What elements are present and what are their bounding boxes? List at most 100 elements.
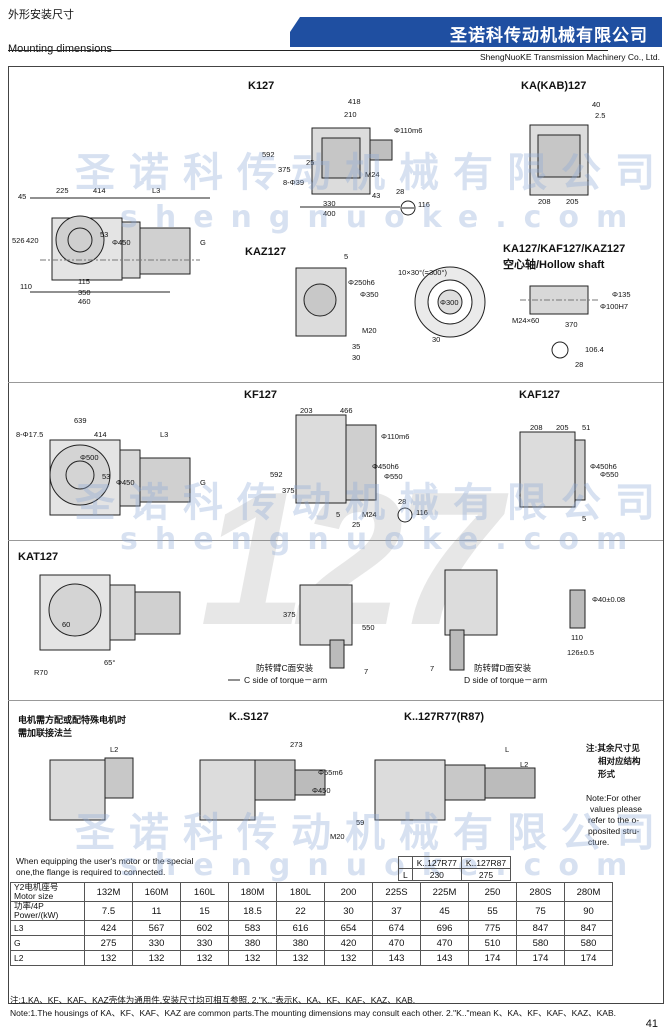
table-cell: 420 bbox=[324, 935, 373, 951]
section-divider-2 bbox=[8, 540, 663, 541]
table-cell: 160M bbox=[132, 882, 181, 902]
table-cell: 180L bbox=[276, 882, 325, 902]
table-cell: 330 bbox=[180, 935, 229, 951]
table-cell: 654 bbox=[324, 920, 373, 936]
r-motor-table: K..127R77 K..127R87 L 230 275 bbox=[398, 856, 512, 881]
dim: 110 bbox=[20, 282, 32, 291]
dim: 350 bbox=[78, 288, 91, 297]
table-cell: 18.5 bbox=[228, 901, 277, 921]
dim: 65° bbox=[104, 658, 116, 667]
dim: 414 bbox=[93, 186, 106, 195]
company-name-cn: 圣诺科传动机械有限公司 bbox=[450, 26, 648, 45]
dim: 43 bbox=[372, 191, 381, 200]
dim: 592 bbox=[270, 470, 283, 479]
table-cell: 225S bbox=[372, 882, 421, 902]
table-row: L3 424 567 602 583 616 654 674 696 775 8… bbox=[10, 920, 613, 936]
table-cell: 250 bbox=[468, 882, 517, 902]
dim: 10×30°(=300°) bbox=[398, 268, 447, 277]
other-note-en-1: Note:For other bbox=[586, 793, 641, 803]
table-cell: 132 bbox=[84, 950, 133, 966]
torque-c-cn: 防转臂C面安装 bbox=[256, 663, 314, 673]
dim: 116 bbox=[418, 200, 430, 209]
table-cell: 132 bbox=[132, 950, 181, 966]
dim: Φ450h6 bbox=[590, 462, 617, 471]
table-cell: 15 bbox=[180, 901, 229, 921]
table-cell: 470 bbox=[372, 935, 421, 951]
dim: 418 bbox=[348, 97, 361, 106]
table-cell: 510 bbox=[468, 935, 517, 951]
table-cell: 11 bbox=[132, 901, 181, 921]
section-divider-3 bbox=[8, 700, 663, 701]
dim: 115 bbox=[78, 277, 90, 286]
view-label-kaf127: KAF127 bbox=[519, 389, 560, 401]
dim: M20 bbox=[330, 832, 345, 841]
section-title-en: Mounting dimensions bbox=[8, 43, 112, 55]
other-note-en-4: pposited stru- bbox=[588, 826, 640, 836]
table-cell: 424 bbox=[84, 920, 133, 936]
dim: Φ100H7 bbox=[600, 302, 629, 311]
dim: 5 bbox=[344, 252, 349, 261]
dim: 2.5 bbox=[595, 111, 606, 120]
motor-note-cn-1: 电机需方配或配特殊电机时 bbox=[18, 715, 127, 725]
table-cell: 470 bbox=[420, 935, 469, 951]
dim: 8-Φ17.5 bbox=[16, 430, 44, 439]
table-cell: 380 bbox=[228, 935, 277, 951]
table-cell: 580 bbox=[516, 935, 565, 951]
dim: 375 bbox=[282, 486, 295, 495]
view-label-hollow: KA127/KAF127/KAZ127 bbox=[503, 243, 626, 255]
motor-note-cn-2: 需加联接法兰 bbox=[18, 728, 73, 738]
table-cell: 580 bbox=[564, 935, 613, 951]
row-header-l2: L2 bbox=[10, 950, 85, 966]
section-title-cn: 外形安装尺寸 bbox=[8, 9, 74, 21]
dim: G bbox=[200, 478, 206, 487]
table-cell: 847 bbox=[516, 920, 565, 936]
other-note-cn-2: 相对应结构 bbox=[598, 756, 641, 766]
dim: 400 bbox=[323, 209, 336, 218]
dim: 208 bbox=[538, 197, 551, 206]
dim: 116 bbox=[416, 508, 428, 517]
dim: 466 bbox=[340, 406, 353, 415]
drawing-frame bbox=[8, 66, 664, 1004]
dim: 205 bbox=[556, 423, 569, 432]
table-cell: 22 bbox=[276, 901, 325, 921]
table-cell: 602 bbox=[180, 920, 229, 936]
dim: 526 bbox=[12, 236, 25, 245]
motor-note-en-2: one,the flange is required to connected. bbox=[16, 867, 166, 877]
dim: 420 bbox=[26, 236, 39, 245]
view-label-kf127: KF127 bbox=[244, 389, 278, 401]
dim: 110 bbox=[571, 633, 583, 642]
table-cell: 847 bbox=[564, 920, 613, 936]
dim: 45 bbox=[18, 192, 27, 201]
dim: 550 bbox=[362, 623, 375, 632]
table-cell: 616 bbox=[276, 920, 325, 936]
other-note-en-3: refer to the o- bbox=[588, 815, 640, 825]
dim: Φ110m6 bbox=[381, 432, 410, 441]
dim: 35 bbox=[352, 342, 361, 351]
dim: Φ55m6 bbox=[318, 768, 343, 777]
dim: 205 bbox=[566, 197, 579, 206]
table-cell: 132M bbox=[84, 882, 133, 902]
view-label-k127: K127 bbox=[248, 80, 275, 92]
dim: 53 bbox=[102, 472, 111, 481]
dim: 59 bbox=[356, 818, 365, 827]
table-cell: 75 bbox=[516, 901, 565, 921]
table-cell: 174 bbox=[516, 950, 565, 966]
dim: 25 bbox=[306, 158, 315, 167]
table-row: L2 132 132 132 132 132 132 143 143 174 1… bbox=[10, 950, 613, 966]
table-cell: 160L bbox=[180, 882, 229, 902]
table-cell: 380 bbox=[276, 935, 325, 951]
table-cell: 330 bbox=[132, 935, 181, 951]
table-cell: 30 bbox=[324, 901, 373, 921]
dim: 53 bbox=[100, 230, 109, 239]
dim: 225 bbox=[56, 186, 69, 195]
table-cell: 90 bbox=[564, 901, 613, 921]
dim: Φ450 bbox=[112, 238, 131, 247]
dim: 28 bbox=[396, 187, 405, 196]
row-header-g: G bbox=[10, 935, 85, 951]
table-cell: 275 bbox=[84, 935, 133, 951]
dim: 30 bbox=[432, 335, 441, 344]
dim: Φ250h6 bbox=[348, 278, 375, 287]
